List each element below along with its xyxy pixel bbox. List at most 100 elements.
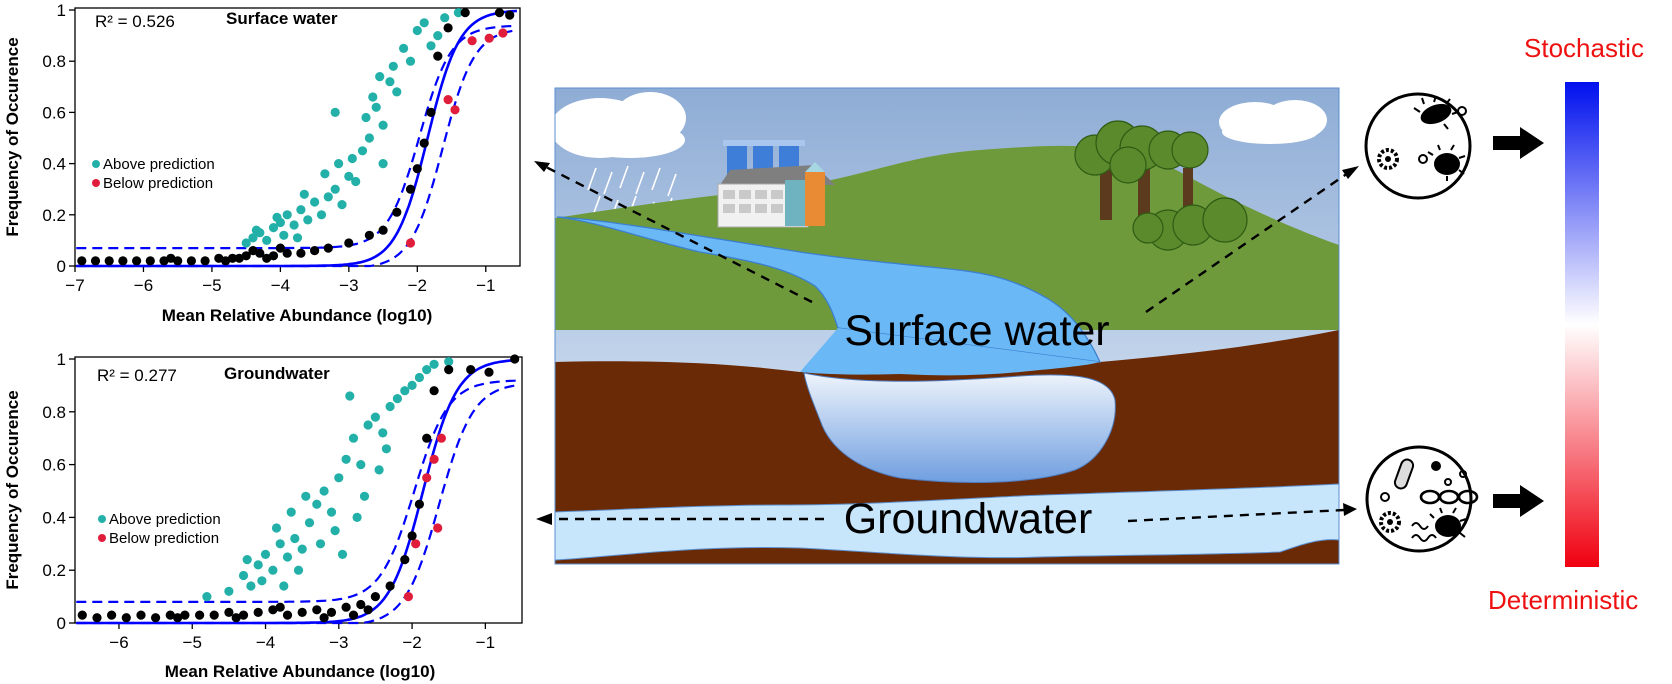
y-axis: 00.20.40.60.81 [42, 350, 75, 633]
data-point [92, 613, 102, 623]
data-point [165, 610, 175, 620]
data-point [378, 225, 388, 235]
data-point [262, 253, 272, 263]
legend-label-above: Above prediction [103, 156, 215, 173]
data-point [234, 253, 244, 263]
data-point [268, 223, 279, 233]
y-tick-label: 0 [57, 257, 66, 276]
data-point [303, 215, 313, 225]
data-point [238, 570, 249, 581]
data-point [290, 533, 300, 544]
arrow-right-icon [1493, 127, 1544, 159]
x-tick-label: −5 [202, 276, 221, 295]
data-point [407, 380, 417, 390]
plot-title: Surface water [226, 9, 338, 28]
data-point [323, 192, 333, 202]
data-point [262, 235, 272, 245]
data-point [443, 23, 453, 33]
legend-swatch-above [98, 515, 106, 523]
data-point [498, 28, 508, 38]
data-point [238, 610, 249, 620]
legend: Above prediction Below prediction [92, 156, 215, 192]
data-point [227, 253, 238, 263]
data-point [403, 592, 413, 602]
stochastic-deterministic-scale [1565, 82, 1599, 567]
x-tick-label: −1 [476, 276, 495, 295]
data-point [330, 107, 340, 117]
data-point [323, 243, 333, 253]
data-point [180, 610, 190, 620]
x-axis: −7−6−5−4−3−2−1 [65, 266, 495, 295]
groundwater-scatter-plot: 00.20.40.60.81 −6−5−4−3−2−1 R² = 0.277 G… [3, 350, 523, 681]
data-point [505, 10, 515, 20]
data-point [444, 357, 454, 367]
data-point [166, 253, 176, 263]
data-point [251, 225, 261, 235]
data-point [248, 233, 258, 243]
data-point [429, 454, 439, 464]
surface-water-label: Surface water [844, 307, 1109, 355]
data-point [312, 605, 322, 615]
x-tick-label: −4 [271, 276, 290, 295]
data-point [422, 473, 432, 483]
data-point [224, 586, 234, 596]
data-point [337, 200, 347, 210]
arrowhead-icon [536, 513, 552, 525]
data-point [460, 8, 470, 18]
upper-confidence-line [76, 24, 517, 250]
data-point [385, 401, 395, 412]
data-point [405, 56, 416, 66]
data-point [173, 256, 183, 266]
surface-water-scatter-plot: 00.20.40.60.81 −7−6−5−4−3−2−1 R² = 0.526… [3, 1, 521, 325]
data-point [388, 61, 398, 71]
data-point [334, 159, 344, 169]
data-point [371, 102, 381, 112]
scale-bottom-label: Deterministic [1488, 585, 1638, 615]
data-point [429, 386, 439, 396]
data-point [337, 549, 348, 560]
data-point [90, 256, 101, 266]
data-point [334, 473, 344, 483]
legend-label-below: Below prediction [109, 530, 219, 547]
legend-swatch-below [92, 179, 100, 187]
y-tick-label: 0 [57, 614, 66, 633]
data-point [429, 359, 439, 369]
x-tick-label: −1 [476, 633, 495, 652]
upper-confidence-line [76, 379, 519, 603]
data-point [330, 184, 340, 194]
data-point [304, 518, 315, 528]
data-point [385, 77, 395, 87]
data-point [271, 523, 282, 533]
data-point [286, 507, 296, 517]
data-point [443, 95, 453, 105]
data-point [344, 238, 354, 248]
x-axis: −6−5−4−3−2−1 [109, 623, 495, 652]
data-point [412, 25, 422, 36]
data-point [200, 256, 210, 266]
connector-arrows [543, 164, 1349, 523]
y-tick-label: 0.4 [42, 508, 66, 527]
legend-label-above: Above prediction [109, 511, 221, 528]
neutral-model-fit [76, 9, 518, 268]
data-point [368, 92, 378, 102]
data-point [275, 243, 285, 253]
data-point [363, 605, 373, 615]
fit-line [76, 358, 519, 625]
data-point [378, 428, 388, 438]
data-point [422, 365, 432, 375]
data-point [363, 420, 373, 430]
data-point [231, 613, 241, 623]
data-points [77, 354, 520, 623]
data-point [375, 72, 385, 82]
data-point [419, 18, 429, 28]
data-point [173, 613, 183, 623]
data-point [400, 555, 410, 565]
data-point [310, 246, 320, 256]
data-point [326, 607, 337, 618]
surface-microbe-community-icon [1364, 92, 1472, 200]
factory-icon [717, 140, 835, 228]
data-point [279, 581, 289, 591]
data-point [345, 391, 355, 401]
data-point [374, 465, 384, 475]
